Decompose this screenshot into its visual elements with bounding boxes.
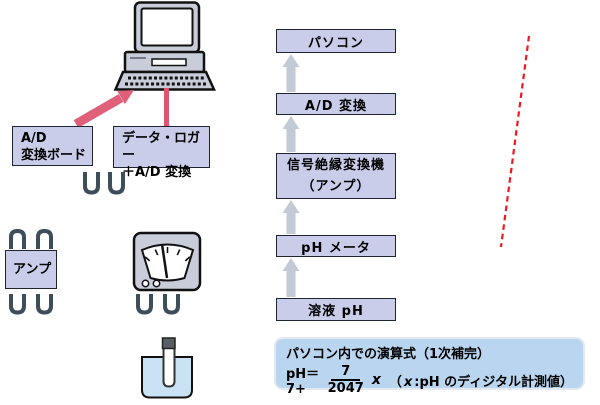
box-data-logger-line1: データ・ロガー xyxy=(122,131,201,163)
flow-node-pc: パソコン xyxy=(276,29,396,53)
box-data-logger-line2: ＋A/D 変換 xyxy=(122,165,192,180)
cable-connector-icon xyxy=(9,294,53,315)
formula-numerator: 7 xyxy=(331,365,361,381)
flow-node-signal-isolator-sub: （アンプ） xyxy=(301,179,371,194)
analog-meter-icon xyxy=(132,231,202,292)
formula-note: （x:pH のディジタル計測値） xyxy=(388,374,573,390)
flow-node-ph-meter-label: pH メータ xyxy=(301,240,371,256)
formula-line: pH＝7+ 7 2047 x （x:pH のディジタル計測値） xyxy=(286,363,573,397)
flow-node-solution-ph-label: 溶液 pH xyxy=(308,304,364,319)
formula-lhs: pH＝7+ xyxy=(286,367,320,397)
flow-node-signal-isolator: 信号絶縁変換機 （アンプ） xyxy=(276,153,396,199)
box-data-logger: データ・ロガー ＋A/D 変換 xyxy=(113,126,210,180)
flow-node-solution-ph: 溶液 pH xyxy=(276,298,396,321)
flow-node-ad-conversion-label: A/D 変換 xyxy=(304,98,368,114)
box-amplifier: アンプ xyxy=(5,250,57,289)
box-ad-conversion-board-line1: A/D xyxy=(21,131,47,146)
flow-node-ad-conversion: A/D 変換 xyxy=(276,93,396,115)
red-dashed-line xyxy=(499,35,531,248)
pink-arrow xyxy=(73,90,134,128)
box-ad-conversion-board-line2: 変換ボード xyxy=(21,148,87,163)
formula-variable: x xyxy=(371,372,381,388)
box-amplifier-label: アンプ xyxy=(13,262,52,277)
cable-connector-icon xyxy=(136,294,180,315)
formula-title: パソコン内での演算式（1次補完） xyxy=(286,347,491,362)
flow-node-ph-meter: pH メータ xyxy=(276,235,396,257)
formula-fraction: 7 2047 xyxy=(328,365,364,395)
formula-box: パソコン内での演算式（1次補完） pH＝7+ 7 2047 x （x:pH のデ… xyxy=(274,337,585,397)
flow-node-signal-isolator-label: 信号絶縁変換機 xyxy=(286,158,385,173)
cable-connector-icon xyxy=(9,228,53,249)
beaker-with-electrode-icon xyxy=(141,337,193,399)
desktop-computer-icon xyxy=(113,1,216,91)
box-ad-conversion-board: A/D 変換ボード xyxy=(12,126,93,166)
formula-denominator: 2047 xyxy=(327,381,364,396)
flow-node-pc-label: パソコン xyxy=(307,35,364,51)
